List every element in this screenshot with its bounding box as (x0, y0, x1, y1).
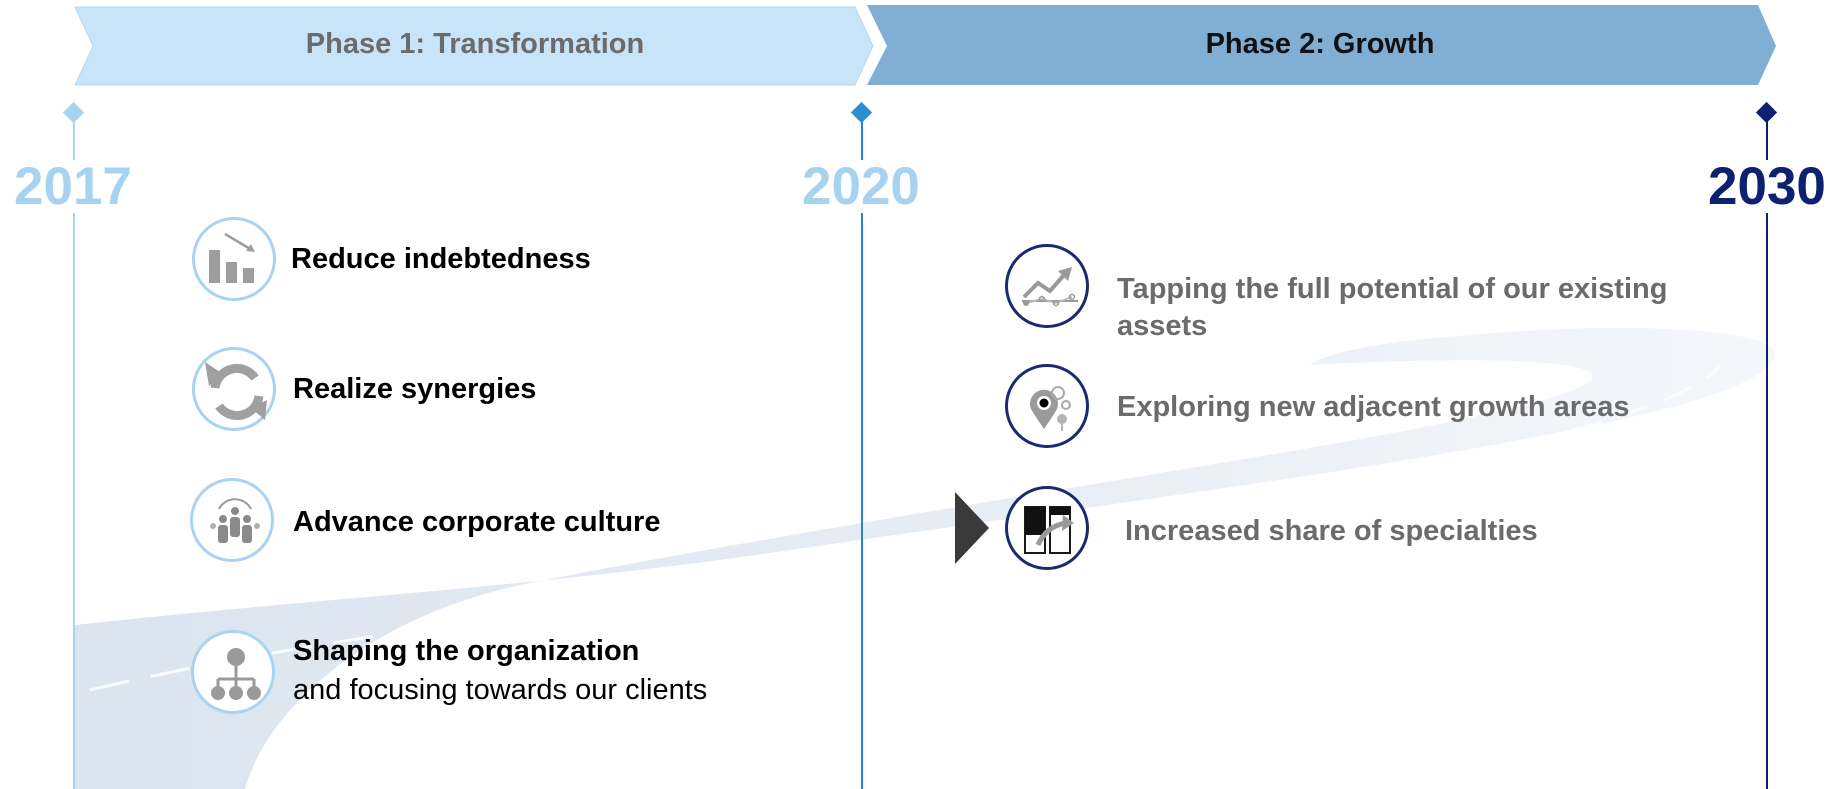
pointer-arrow-icon (955, 492, 989, 564)
phase-2-chevron (867, 5, 1776, 85)
refresh-arrows-icon (205, 362, 267, 420)
year-2020: 2020 (802, 157, 920, 216)
milestone-line-2020 (861, 112, 863, 789)
milestone-line-2017 (73, 112, 75, 789)
phase-1-label: Phase 1: Transformation (305, 28, 645, 60)
map-pins-icon (1030, 386, 1071, 431)
phase1-item-2-title: Realize synergies (293, 373, 537, 405)
phase2-item-2-title: Exploring new adjacent growth areas (1117, 391, 1630, 423)
year-2017: 2017 (14, 157, 132, 216)
year-2030: 2030 (1708, 157, 1826, 216)
phase2-item-3-title: Increased share of specialties (1125, 515, 1538, 547)
phase1-item-1-icon-circle (192, 217, 276, 301)
phase2-item-1-title: Tapping the full potential of our existi… (1117, 273, 1668, 342)
milestone-line-2030 (1766, 112, 1768, 789)
phase2-item-1-icon-circle (1005, 244, 1089, 328)
declining-bar-chart-icon (209, 232, 255, 283)
phase1-item-1-title: Reduce indebtedness (291, 243, 591, 275)
phase1-item-4-title: Shaping the organization (293, 635, 640, 667)
phase1-item-3-title: Advance corporate culture (293, 506, 661, 538)
phase1-item-4-icon-circle (191, 630, 275, 714)
team-people-icon (210, 498, 260, 543)
shift-bars-icon (1024, 506, 1074, 554)
phase-bar (74, 5, 1776, 86)
phase1-item-4-subtitle: and focusing towards our clients (293, 674, 708, 706)
phase-2-label: Phase 2: Growth (1205, 28, 1435, 60)
phase2-item-2-icon-circle (1005, 364, 1089, 448)
org-chart-icon (211, 648, 261, 700)
phase1-item-2-icon-circle (192, 347, 276, 431)
phase2-item-3-icon-circle (1005, 486, 1089, 570)
phase-1-chevron (74, 6, 874, 86)
growth-line-chart-icon (1022, 267, 1078, 307)
phase1-item-3-icon-circle (190, 478, 274, 562)
